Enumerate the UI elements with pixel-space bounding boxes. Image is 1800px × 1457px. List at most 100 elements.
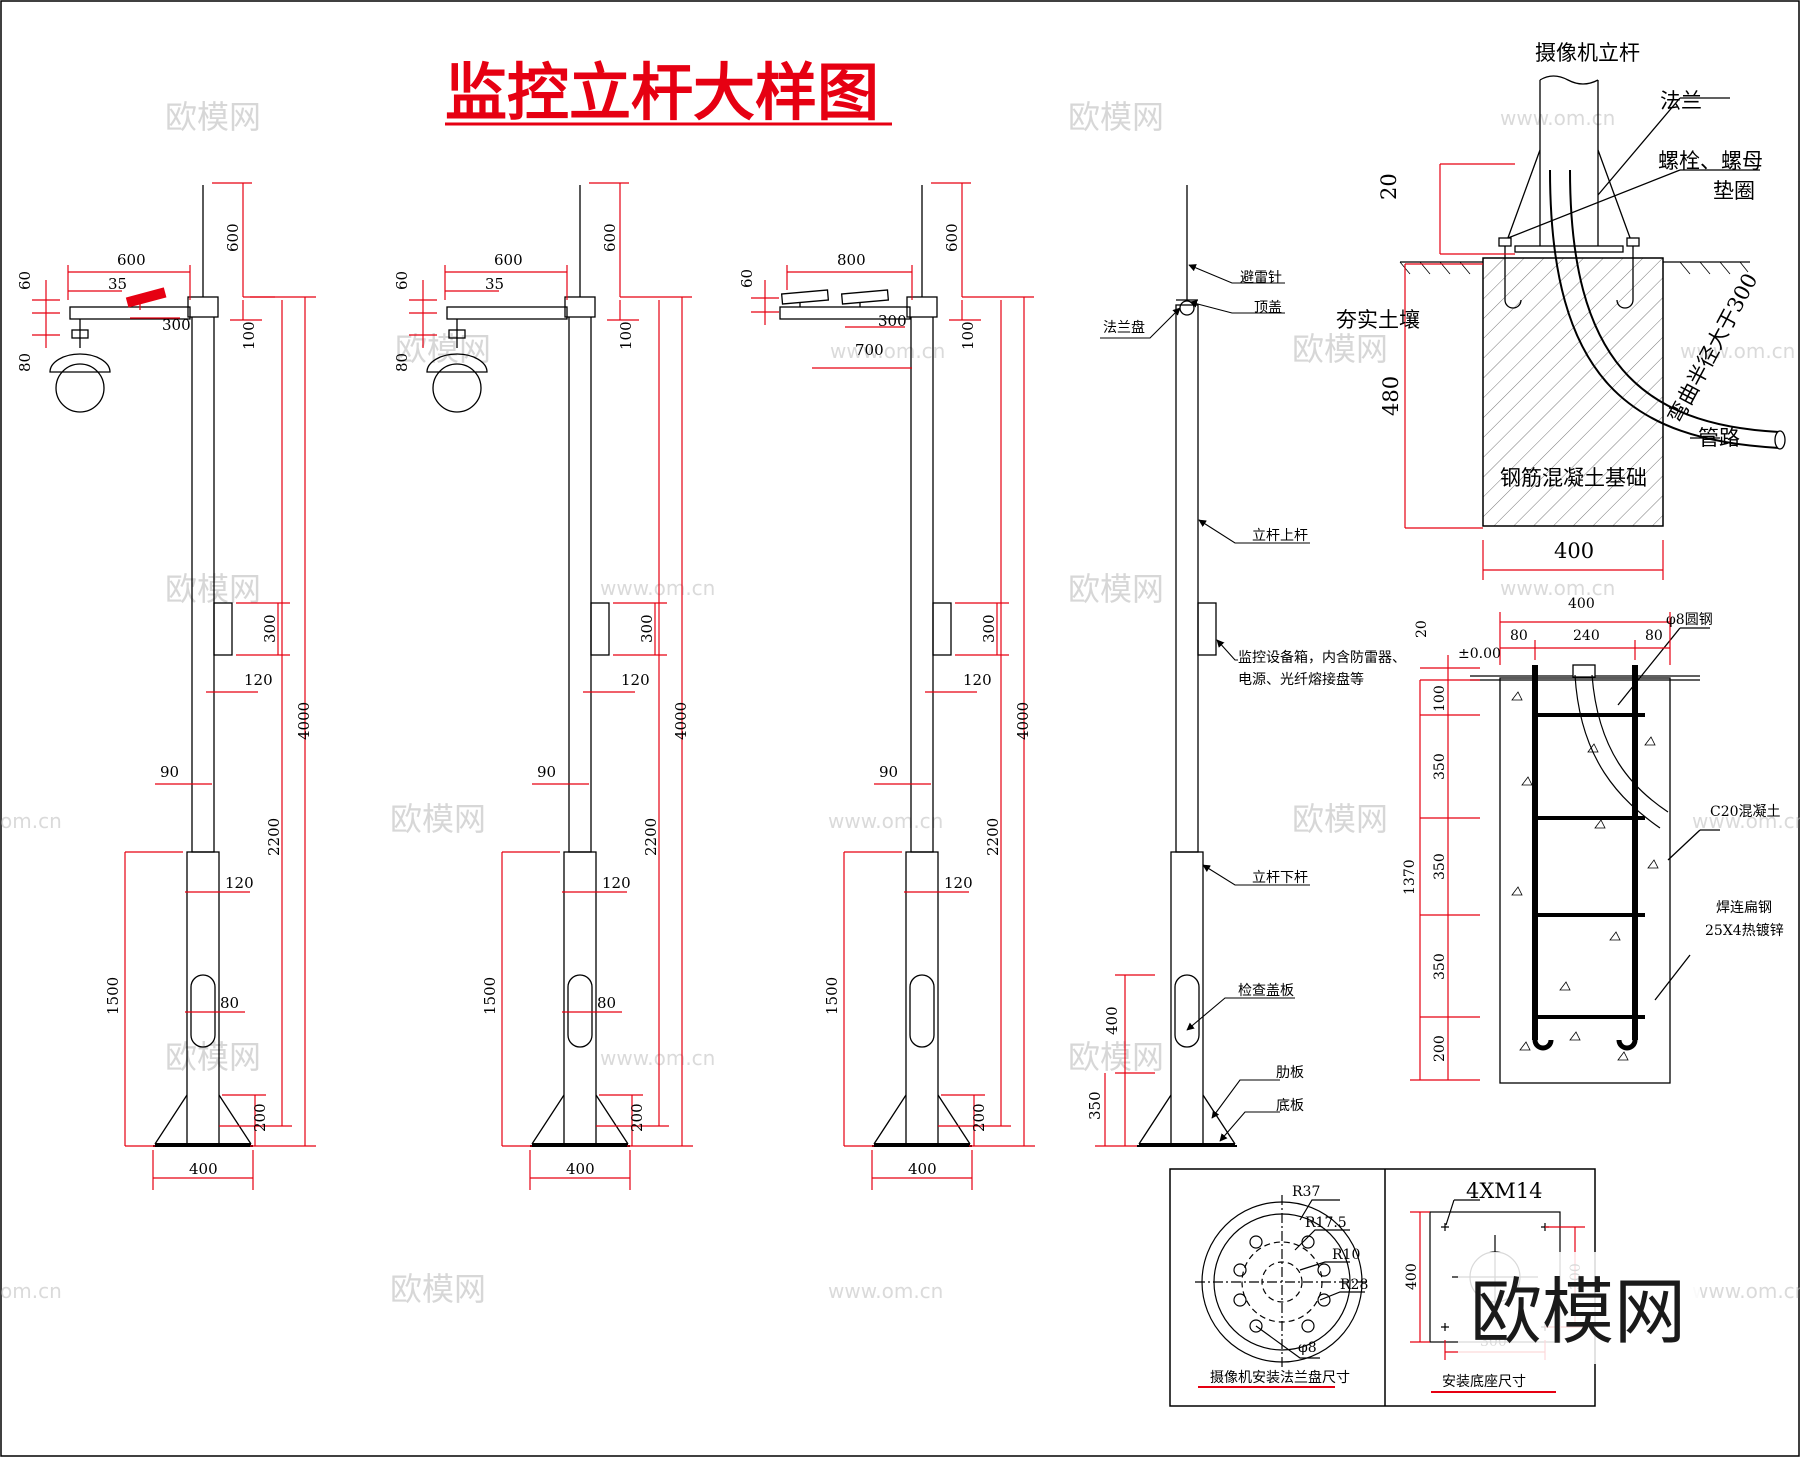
watermark-url: www.om.cn bbox=[1692, 809, 1800, 833]
dim-350-a: 350 bbox=[1432, 753, 1448, 780]
label-flat-steel-spec: 25X4热镀锌 bbox=[1705, 922, 1784, 939]
dim-120: 120 bbox=[602, 874, 631, 892]
watermark: 欧模网 bbox=[1292, 330, 1388, 368]
label-lightning-rod: 避雷针 bbox=[1240, 270, 1282, 286]
watermark-url: www.om.cn bbox=[600, 576, 715, 600]
pole-3-dim-text: 600 800 300 700 60 100 4000 2200 300 120… bbox=[738, 223, 1032, 1178]
dim-350-b: 350 bbox=[1432, 853, 1448, 880]
pole-4-leaders bbox=[1100, 264, 1310, 1142]
dim-base: 400 bbox=[908, 1160, 937, 1178]
dim-400: 400 bbox=[1568, 596, 1595, 612]
label-compacted-soil: 夯实土壤 bbox=[1336, 308, 1420, 332]
watermark: 欧模网 bbox=[1068, 98, 1164, 136]
dim-base: 400 bbox=[189, 1160, 218, 1178]
dim-100: 100 bbox=[240, 321, 258, 350]
dim-200: 200 bbox=[1432, 1035, 1448, 1062]
page-title: 监控立杆大样图 bbox=[445, 56, 879, 129]
dim-upper: 2200 bbox=[642, 818, 660, 856]
watermark-url: www.om.cn bbox=[1500, 576, 1615, 600]
dim-300: 300 bbox=[878, 312, 907, 330]
dim-120: 120 bbox=[944, 874, 973, 892]
label-camera-pole: 摄像机立杆 bbox=[1535, 41, 1640, 65]
dim-350-c: 350 bbox=[1432, 953, 1448, 980]
dim-r37: R37 bbox=[1292, 1184, 1320, 1200]
dim-box-h: 300 bbox=[980, 614, 998, 643]
dim-240: 240 bbox=[1573, 628, 1600, 644]
label-c20-concrete: C20混凝土 bbox=[1710, 804, 1781, 820]
dim-80-right: 80 bbox=[1645, 628, 1663, 644]
watermarks: 欧模网 欧模网 www.om.cn 欧模网 www.om.cn 欧模网 www.… bbox=[0, 98, 1800, 1308]
flange-plan-caption: 摄像机安装法兰盘尺寸 bbox=[1210, 1369, 1350, 1386]
dim-1370: 1370 bbox=[1402, 859, 1418, 895]
dim-60: 60 bbox=[393, 271, 411, 290]
dim-300: 300 bbox=[162, 316, 191, 334]
watermark-url: www.om.cn bbox=[1500, 106, 1615, 130]
dim-100: 100 bbox=[959, 321, 977, 350]
pole-4-dims bbox=[1095, 974, 1155, 1147]
watermark-url: www.om.cn bbox=[830, 339, 945, 363]
dim-total: 4000 bbox=[295, 702, 313, 740]
dim-20: 20 bbox=[1377, 173, 1401, 200]
dim-350: 350 bbox=[1086, 1091, 1104, 1120]
dim-200: 200 bbox=[251, 1103, 269, 1132]
label-inspection-cover: 检查盖板 bbox=[1238, 983, 1294, 999]
label-washer: 垫圈 bbox=[1713, 179, 1755, 203]
dim-80-lower: 80 bbox=[220, 994, 239, 1012]
watermark: 欧模网 bbox=[390, 1270, 486, 1308]
label-flat-steel: 焊连扁钢 bbox=[1716, 900, 1772, 916]
foundation-section-labels: 400 80 240 80 φ8圆钢 ±0.00 20 100 350 350 … bbox=[1402, 596, 1784, 1062]
pole-2-dims bbox=[409, 182, 693, 1190]
dim-100: 100 bbox=[617, 321, 635, 350]
watermark-url: www.om.cn bbox=[828, 809, 943, 833]
label-rib-plate: 肋板 bbox=[1276, 1065, 1304, 1081]
label-anchor-bolts: 4XM14 bbox=[1466, 1179, 1543, 1203]
label-elevation: ±0.00 bbox=[1458, 646, 1501, 662]
flange-plan bbox=[1195, 1195, 1370, 1388]
dim-total: 4000 bbox=[672, 702, 690, 740]
dim-box-h: 300 bbox=[638, 614, 656, 643]
dim-80: 80 bbox=[16, 353, 34, 372]
watermark-url: www.om.cn bbox=[828, 1279, 943, 1303]
dim-lower: 1500 bbox=[104, 977, 122, 1015]
dim-200: 200 bbox=[970, 1103, 988, 1132]
watermark: 欧模网 bbox=[1292, 800, 1388, 838]
label-equipment-box: 监控设备箱，内含防雷器、 bbox=[1238, 649, 1406, 666]
pole-1-dim-text: 600 600 35 300 60 80 100 4000 2200 300 1… bbox=[16, 223, 313, 1178]
dim-400: 400 bbox=[1103, 1006, 1121, 1035]
watermark: 欧模网 bbox=[165, 98, 261, 136]
watermark-url: om.cn bbox=[0, 1279, 62, 1303]
label-flange: 法兰 bbox=[1660, 89, 1702, 113]
pole-2-dim-text: 600 600 35 60 80 100 4000 2200 300 120 9… bbox=[393, 223, 690, 1178]
dim-phi8: φ8 bbox=[1298, 1340, 1317, 1356]
dim-box-w: 120 bbox=[621, 671, 650, 689]
dim-arm-offset: 35 bbox=[485, 275, 504, 293]
dim-80-lower: 80 bbox=[597, 994, 616, 1012]
label-equipment-box-2: 电源、光纤熔接盘等 bbox=[1238, 671, 1364, 688]
foundation-section bbox=[1470, 627, 1720, 1084]
dim-upper: 2200 bbox=[984, 818, 1002, 856]
foundation-detail-dims bbox=[1404, 163, 1664, 580]
pole-3-dims bbox=[751, 182, 1035, 1190]
watermark: 欧模网 bbox=[390, 800, 486, 838]
label-base-plate: 底板 bbox=[1276, 1098, 1304, 1114]
watermark: 欧模网 bbox=[1068, 1038, 1164, 1076]
label-upper-rod: 立杆上杆 bbox=[1252, 528, 1308, 544]
dim-top: 600 bbox=[601, 223, 619, 252]
dim-arm-offset: 35 bbox=[108, 275, 127, 293]
dim-80-left: 80 bbox=[1510, 628, 1528, 644]
dim-r17-5: R17.5 bbox=[1305, 1215, 1347, 1231]
label-bolt-nut: 螺栓、螺母 bbox=[1658, 149, 1763, 173]
dim-90: 90 bbox=[879, 763, 898, 781]
label-top-cap: 顶盖 bbox=[1254, 300, 1282, 316]
dim-100: 100 bbox=[1432, 685, 1448, 712]
dim-arm: 800 bbox=[837, 251, 866, 269]
dim-80: 80 bbox=[393, 353, 411, 372]
dim-20: 20 bbox=[1414, 620, 1430, 638]
dim-arm: 600 bbox=[494, 251, 523, 269]
watermark-url: www.om.cn bbox=[1680, 339, 1795, 363]
dim-480: 480 bbox=[1379, 376, 1403, 416]
label-flange-plate: 法兰盘 bbox=[1103, 319, 1145, 336]
dim-400: 400 bbox=[1554, 539, 1594, 563]
dim-lower: 1500 bbox=[481, 977, 499, 1015]
